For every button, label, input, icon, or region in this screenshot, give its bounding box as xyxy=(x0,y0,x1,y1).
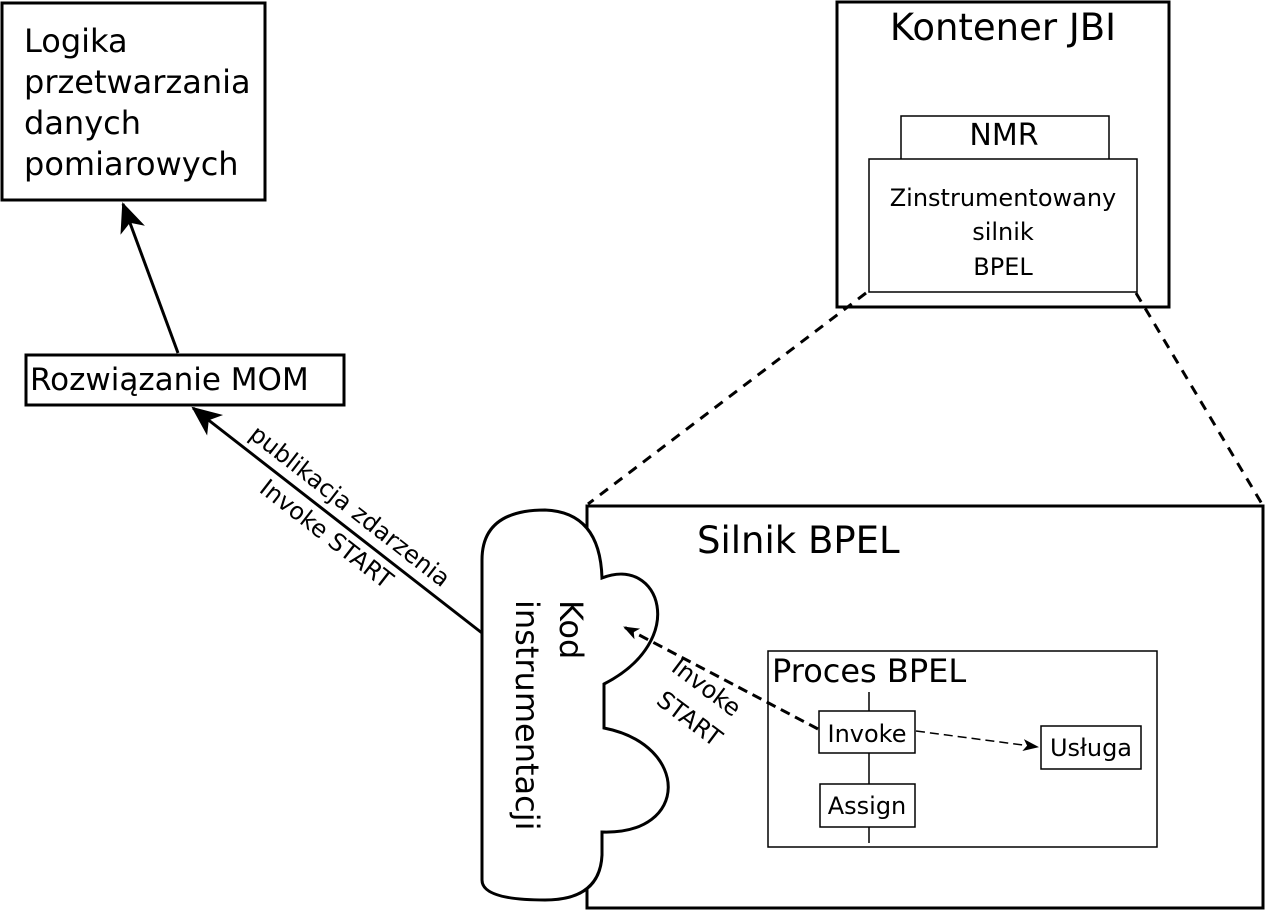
logic-box-line-4: pomiarowych xyxy=(24,145,239,183)
instrumented-engine-box xyxy=(868,158,1138,293)
service-box xyxy=(1040,725,1142,770)
nmr-box xyxy=(900,115,1110,161)
assign-activity-label: Assign xyxy=(828,792,907,820)
nmr-label: NMR xyxy=(969,118,1038,153)
logic-box-line-3: danych xyxy=(24,104,141,142)
bpel-engine-title: Silnik BPEL xyxy=(697,519,900,562)
logic-box: Logika przetwarzania danych pomiarowych xyxy=(0,1,267,202)
jbi-title: Kontener JBI xyxy=(890,6,1116,49)
invoke-to-service-arrow xyxy=(915,730,1039,751)
cloud-line-1: Kod xyxy=(552,600,590,659)
instrumented-engine-line-1: Zinstrumentowany xyxy=(890,184,1117,212)
cloud-line-2: instrumentacji xyxy=(508,600,546,831)
invoke-start-arrow xyxy=(623,625,819,731)
jbi-container: Kontener JBI NMR Zinstrumentowany silnik… xyxy=(835,0,1171,309)
publish-arrow xyxy=(191,406,483,635)
assign-activity xyxy=(819,783,916,828)
mom-box-label: Rozwiązanie MOM xyxy=(30,362,309,398)
logic-box-line-1: Logika xyxy=(24,22,128,60)
zoom-line-right xyxy=(1134,292,1264,505)
logic-box-line-2: przetwarzania xyxy=(24,63,251,101)
invoke-activity xyxy=(818,710,916,754)
instrumented-engine-line-3: BPEL xyxy=(973,253,1033,281)
instrumented-engine-line-2: silnik xyxy=(972,218,1034,246)
mom-box: Rozwiązanie MOM xyxy=(24,353,346,407)
instrumentation-cloud: Kod instrumentacji xyxy=(480,508,670,902)
invoke-activity-label: Invoke xyxy=(828,720,907,748)
service-label: Usługa xyxy=(1050,734,1132,762)
bpel-process-box: Proces BPEL Invoke Assign Usługa xyxy=(767,650,1158,848)
zoom-line-left xyxy=(587,291,867,506)
bpel-process-title: Proces BPEL xyxy=(772,652,966,690)
mom-to-logic-arrow xyxy=(120,202,180,354)
